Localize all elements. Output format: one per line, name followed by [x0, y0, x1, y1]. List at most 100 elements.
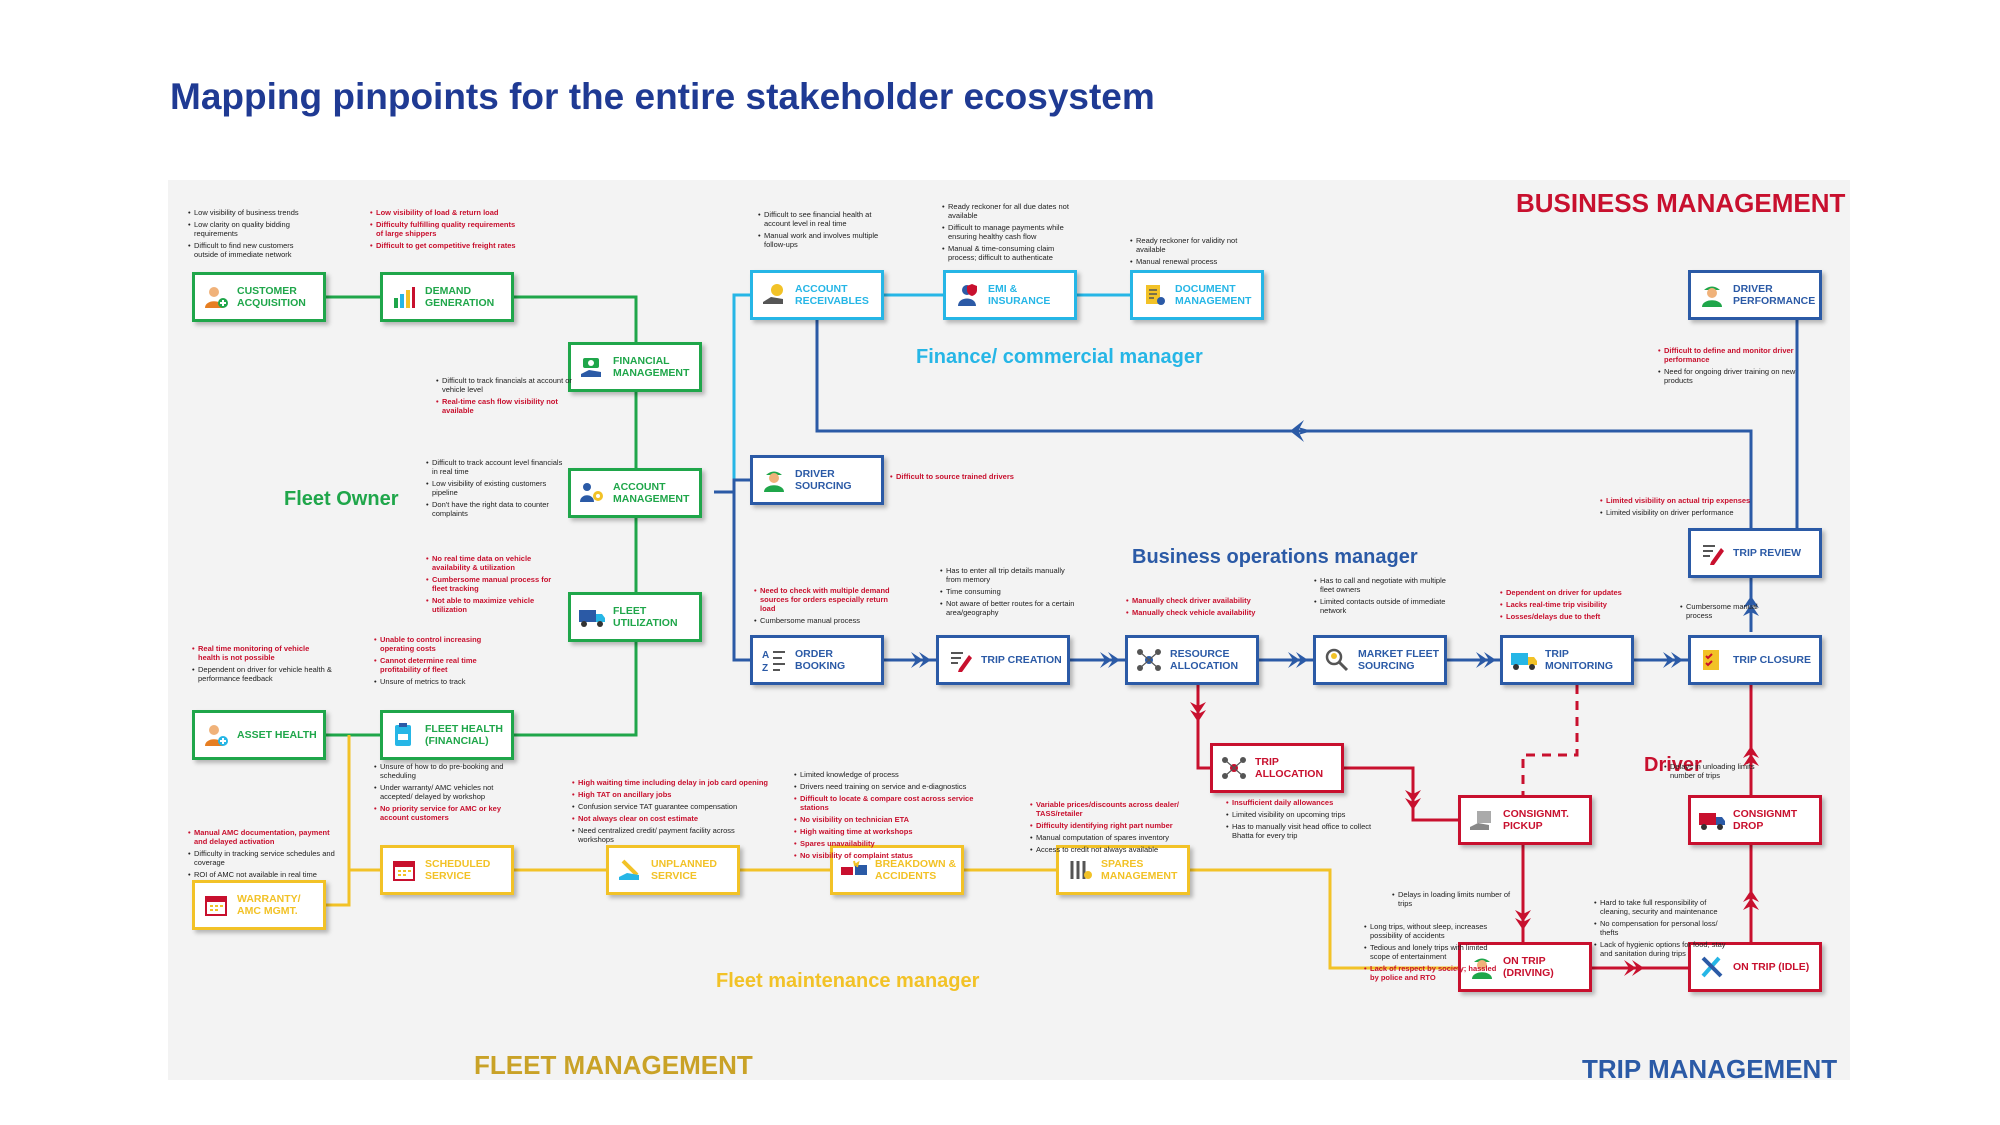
node-label: Asset Health [237, 729, 317, 741]
node-label: Trip Monitoring [1545, 648, 1614, 672]
driver-icon [759, 465, 789, 495]
node-scheduled-service[interactable]: Scheduled Service [380, 845, 514, 895]
section-trip-management: TRIP MANAGEMENT [1582, 1054, 1838, 1084]
node-market-fleet-sourcing[interactable]: Market Fleet Sourcing [1313, 635, 1447, 685]
node-label: Account Receivables [795, 283, 869, 307]
node-label: Market Fleet Sourcing [1358, 648, 1440, 672]
spares-icon [1065, 855, 1095, 885]
truck-monitor-icon [1509, 645, 1539, 675]
note-item: High waiting time at workshops [794, 827, 1004, 836]
note-item: Under warranty/ AMC vehicles not accepte… [374, 783, 514, 801]
note-item: Lacks real-time trip visibility [1500, 600, 1640, 609]
node-label: Trip Review [1733, 547, 1802, 559]
note-item: Has to enter all trip details manually f… [940, 566, 1076, 584]
note-item: Unable to control increasing operating c… [374, 635, 502, 653]
note-item: Lack of respect by society; hassled by p… [1364, 964, 1504, 982]
note-item: Tedious and lonely trips with limited sc… [1364, 943, 1504, 961]
node-label: Order Booking [795, 648, 846, 672]
node-demand-generation[interactable]: Demand Generation [380, 272, 514, 322]
note-item: Low visibility of business trends [188, 208, 318, 217]
note-item: Difficult to track financials at account… [436, 376, 576, 394]
note-item: Has to call and negotiate with multiple … [1314, 576, 1454, 594]
clipboard-truck-icon [389, 720, 419, 750]
notes-emi-insurance: Ready reckoner for all due dates not ava… [942, 202, 1082, 265]
node-trip-monitoring[interactable]: Trip Monitoring [1500, 635, 1634, 685]
node-consignment-drop[interactable]: Consignmt Drop [1688, 795, 1822, 845]
insurance-person-icon [952, 280, 982, 310]
notes-warranty-amc: Manual AMC documentation, payment and de… [188, 828, 338, 882]
node-asset-health[interactable]: Asset Health [192, 710, 326, 760]
node-driver-performance[interactable]: Driver Performance [1688, 270, 1822, 320]
node-label: Fleet Health (Financial) [425, 723, 503, 747]
note-item: No visibility of complaint status [794, 851, 1004, 860]
note-item: Don't have the right data to counter com… [426, 500, 568, 518]
truck-icon [577, 602, 607, 632]
note-item: Dependent on driver for vehicle health &… [192, 665, 332, 683]
node-order-booking[interactable]: AZ Order Booking [750, 635, 884, 685]
node-trip-closure[interactable]: Trip Closure [1688, 635, 1822, 685]
node-warranty-amc[interactable]: Warranty/ AMC Mgmt. [192, 880, 326, 930]
node-customer-acquisition[interactable]: Customer Acquisition [192, 272, 326, 322]
node-fleet-health[interactable]: Fleet Health (Financial) [380, 710, 514, 760]
node-label: Breakdown & Accidents [875, 858, 957, 882]
notes-financial-management: Difficult to track financials at account… [436, 376, 576, 418]
node-account-receivables[interactable]: Account Receivables [750, 270, 884, 320]
note-item: Difficult to define and monitor driver p… [1658, 346, 1798, 364]
notes-scheduled-service: Unsure of how to do pre-booking and sche… [374, 762, 514, 825]
hand-box-icon [1467, 805, 1497, 835]
note-item: Manual computation of spares inventory [1030, 833, 1186, 842]
node-label: Financial Management [613, 355, 690, 379]
node-fleet-utilization[interactable]: Fleet Utilization [568, 592, 702, 642]
node-financial-management[interactable]: Financial Management [568, 342, 702, 392]
notes-breakdown-accidents: Limited knowledge of processDrivers need… [794, 770, 1004, 863]
role-business-operations-manager: Business operations manager [1132, 546, 1418, 568]
role-fleet-maintenance-manager: Fleet maintenance manager [716, 970, 980, 992]
svg-text:A: A [762, 650, 769, 661]
node-label: Document Management [1175, 283, 1252, 307]
node-label: Consignmt Drop [1733, 808, 1798, 832]
note-item: Difficult to see financial health at acc… [758, 210, 892, 228]
bar-chart-icon [389, 282, 419, 312]
truck-box-icon [1697, 805, 1727, 835]
node-unplanned-service[interactable]: Unplanned Service [606, 845, 740, 895]
node-trip-allocation[interactable]: Trip Allocation [1210, 743, 1344, 793]
note-item: Manual AMC documentation, payment and de… [188, 828, 338, 846]
node-label: Resource Allocation [1170, 648, 1239, 672]
node-trip-creation[interactable]: Trip Creation [936, 635, 1070, 685]
notes-trip-monitoring: Dependent on driver for updatesLacks rea… [1500, 588, 1640, 624]
notes-trip-closure: Cumbersome manual process [1680, 602, 1760, 623]
note-item: Cumbersome manual process for fleet trac… [426, 575, 566, 593]
role-finance-manager: Finance/ commercial manager [916, 346, 1203, 368]
node-resource-allocation[interactable]: Resource Allocation [1125, 635, 1259, 685]
checklist-icon [1697, 645, 1727, 675]
note-item: Difficulty fulfilling quality requiremen… [370, 220, 518, 238]
node-label: Fleet Utilization [613, 605, 678, 629]
node-consignment-pickup[interactable]: Consignmt. Pickup [1458, 795, 1592, 845]
note-item: ROI of AMC not available in real time [188, 870, 338, 879]
notes-document-management: Ready reckoner for validity not availabl… [1130, 236, 1260, 269]
node-driver-sourcing[interactable]: Driver Sourcing [750, 455, 884, 505]
note-item: Manually check vehicle availability [1126, 608, 1268, 617]
note-item: Losses/delays due to theft [1500, 612, 1640, 621]
tools-icon [1697, 952, 1727, 982]
node-account-management[interactable]: Account Management [568, 468, 702, 518]
notes-driver-performance: Difficult to define and monitor driver p… [1658, 346, 1798, 388]
node-emi-insurance[interactable]: EMI & Insurance [943, 270, 1077, 320]
notes-unplanned-service: High waiting time including delay in job… [572, 778, 772, 847]
note-item: Real-time cash flow visibility not avail… [436, 397, 576, 415]
note-item: Need to check with multiple demand sourc… [754, 586, 904, 613]
node-document-management[interactable]: Document Management [1130, 270, 1264, 320]
notes-on-trip-idle: Hard to take full responsibility of clea… [1594, 898, 1734, 961]
note-item: Not always clear on cost estimate [572, 814, 772, 823]
notes-order-booking: Need to check with multiple demand sourc… [754, 586, 904, 628]
node-label: Trip Closure [1733, 654, 1811, 666]
notes-demand-generation: Low visibility of load & return loadDiff… [370, 208, 518, 253]
note-item: Difficult to find new customers outside … [188, 241, 318, 259]
note-item: Difficult to locate & compare cost acros… [794, 794, 1004, 812]
notes-driver-sourcing: Difficult to source trained drivers [890, 472, 1050, 484]
coin-hand-icon [759, 280, 789, 310]
node-label: On Trip (Idle) [1733, 961, 1810, 973]
note-item: Spares unavailability [794, 839, 1004, 848]
node-trip-review[interactable]: Trip Review [1688, 528, 1822, 578]
